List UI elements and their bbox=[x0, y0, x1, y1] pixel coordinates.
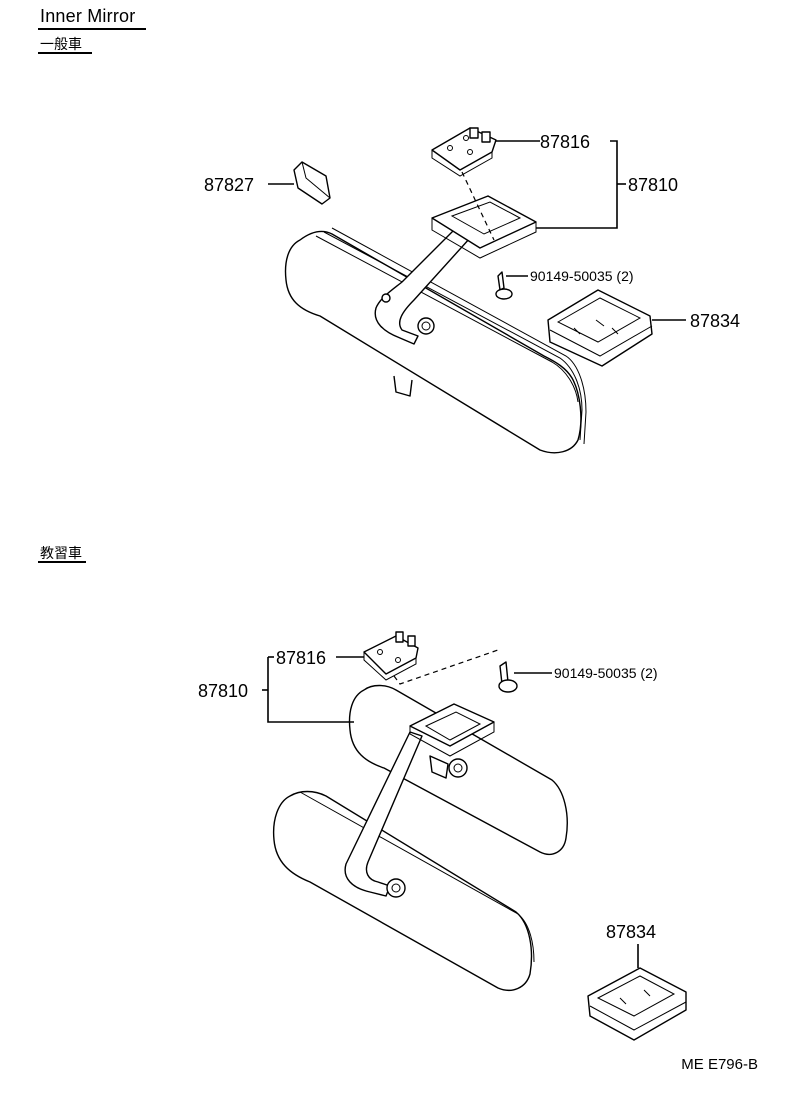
mirror-assembly-training bbox=[272, 631, 687, 1041]
label-87816-a: 87816 bbox=[540, 132, 590, 152]
label-87834-a: 87834 bbox=[690, 311, 740, 331]
section-label-training: 教習車 bbox=[40, 545, 82, 561]
label-87834-b: 87834 bbox=[606, 922, 656, 942]
screw-90149[interactable] bbox=[497, 271, 505, 291]
section-label-standard: 一般車 bbox=[40, 36, 82, 52]
mirror-body[interactable] bbox=[284, 230, 582, 454]
section-underline-standard bbox=[38, 52, 92, 54]
label-screw-b: 90149-50035 (2) bbox=[554, 665, 658, 681]
bracket-87816-2[interactable] bbox=[363, 635, 419, 675]
cover-87834[interactable] bbox=[547, 289, 653, 367]
label-87810-b: 87810 bbox=[198, 681, 248, 701]
label-87827: 87827 bbox=[204, 175, 254, 195]
page-title: Inner Mirror bbox=[40, 6, 136, 26]
label-87816-b: 87816 bbox=[276, 648, 326, 668]
cover-87834-2[interactable] bbox=[587, 967, 687, 1041]
title-underline bbox=[38, 28, 146, 30]
diagram-code: ME E796-B bbox=[681, 1056, 758, 1073]
section-underline-training bbox=[38, 561, 86, 563]
label-screw-a: 90149-50035 (2) bbox=[530, 268, 634, 284]
mirror-assembly-standard bbox=[284, 127, 653, 454]
label-87810-a: 87810 bbox=[628, 175, 678, 195]
bracket-87816[interactable] bbox=[431, 127, 497, 171]
